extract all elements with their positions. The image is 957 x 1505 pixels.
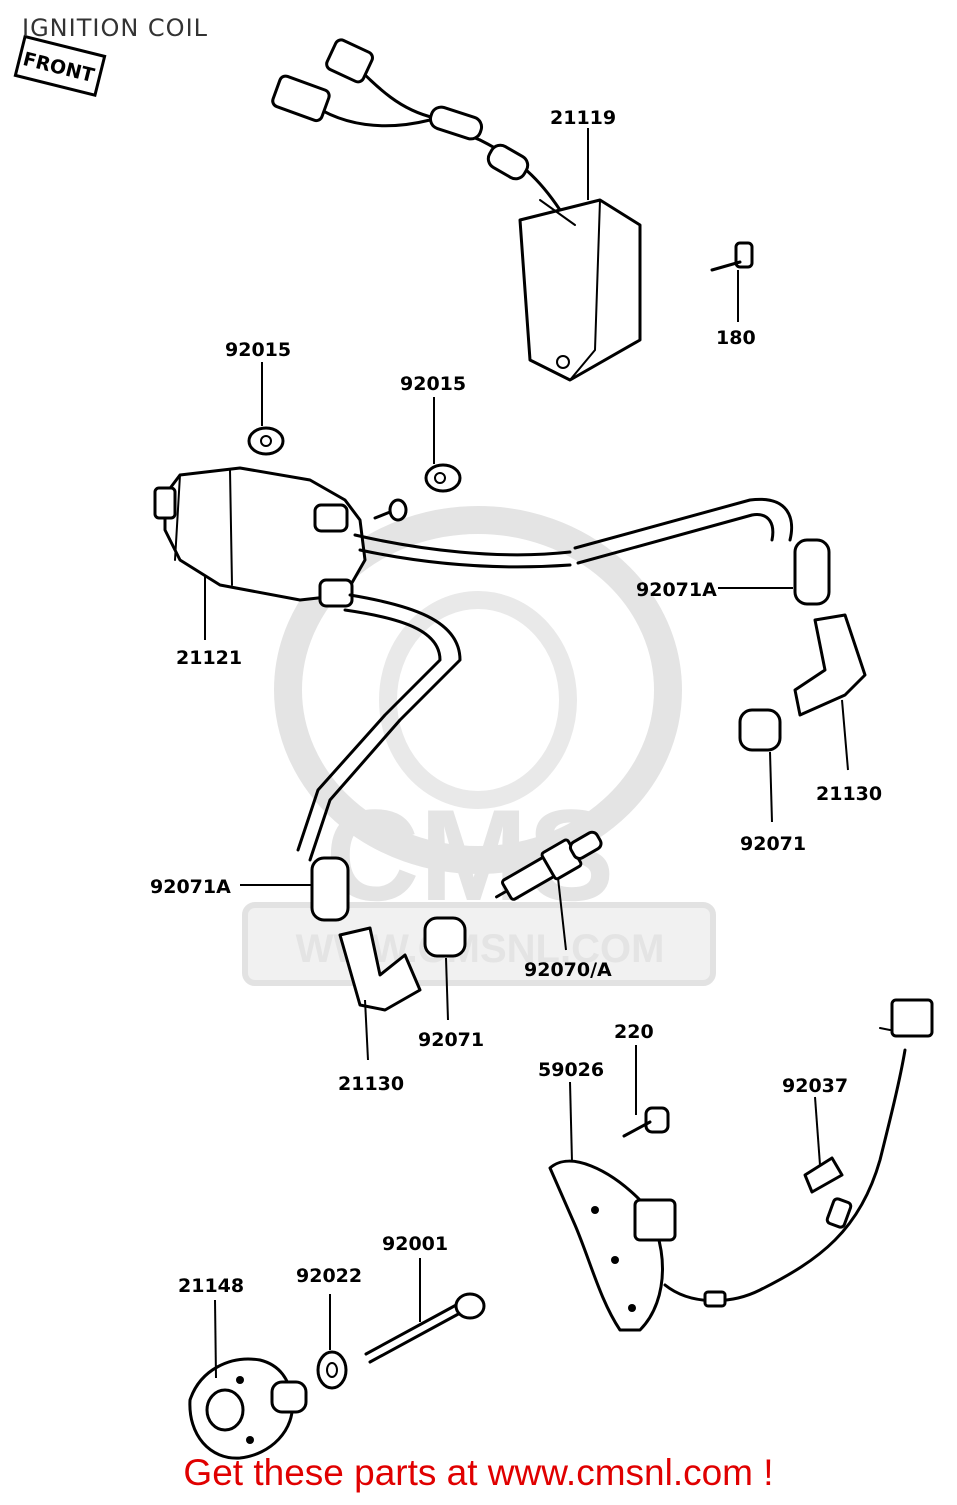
timing-rotor: [188, 1357, 308, 1460]
label-coil: 21121: [176, 647, 242, 669]
page-title: IGNITION COIL: [22, 14, 209, 42]
ht-lead-right: [353, 497, 794, 569]
front-tag: FRONT: [13, 34, 107, 98]
footer-link[interactable]: Get these parts at www.cmsnl.com !: [183, 1452, 774, 1493]
label-screw-220: 220: [614, 1021, 654, 1043]
clamp-92037: [803, 1156, 844, 1194]
label-pickup-plate: 59026: [538, 1059, 604, 1081]
cap-92071a-left: [310, 856, 350, 922]
label-clamp: 92037: [782, 1075, 848, 1097]
washer-92022: [316, 1350, 348, 1390]
nut-92015-right: [424, 463, 462, 493]
label-boot-left: 92071: [418, 1029, 484, 1051]
label-rotor-bolt: 92001: [382, 1233, 448, 1255]
igniter-unit: [271, 38, 642, 382]
rotor-bolt-92001: [364, 1292, 486, 1364]
nut-92015-left: [247, 426, 285, 456]
bolt-180: [710, 241, 754, 272]
ignition-coil: [153, 466, 408, 608]
boot-92071-left: [423, 916, 467, 958]
label-cap-a-right: 92071A: [636, 579, 717, 601]
label-bolt-180: 180: [716, 327, 756, 349]
label-boot-right: 92071: [740, 833, 806, 855]
plug-cap-21130-left: [338, 926, 422, 1012]
label-spark-plug: 92070/A: [524, 959, 612, 981]
screw-220: [622, 1106, 670, 1138]
spark-plug: [495, 830, 603, 901]
label-nut-a: 92015: [225, 339, 291, 361]
label-washer: 92022: [296, 1265, 362, 1287]
label-cap-b-left: 21130: [338, 1073, 404, 1095]
cap-92071a-right: [793, 538, 831, 606]
plug-cap-21130-right: [793, 613, 867, 717]
ht-lead-left: [296, 593, 462, 862]
pickup-plate: [548, 998, 934, 1332]
label-cap-a-left: 92071A: [150, 876, 231, 898]
label-nut-b: 92015: [400, 373, 466, 395]
label-igniter: 21119: [550, 107, 616, 129]
boot-92071-right: [738, 708, 782, 752]
label-cap-b-right: 21130: [816, 783, 882, 805]
label-timing-rotor: 21148: [178, 1275, 244, 1297]
